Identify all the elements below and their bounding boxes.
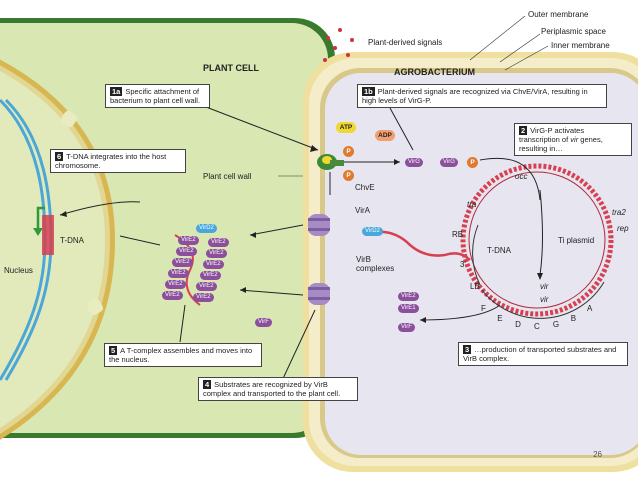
inner-membrane-label: Inner membrane (551, 41, 610, 50)
step-5-number: 5 (109, 346, 118, 355)
nucleus-label: Nucleus (4, 266, 33, 275)
step-6-number: 6 (55, 152, 64, 161)
step-5-text: A T-complex assembles and moves into the… (109, 346, 253, 364)
plasmid-rep-label: rep (617, 224, 629, 233)
virb-complexes-label: VirB complexes (356, 255, 395, 273)
agrobacterium-title: AGROBACTERIUM (394, 67, 475, 77)
vir-gene-a: A (586, 303, 593, 313)
step-1a-number: 1a (110, 87, 123, 96)
plasmid-tdna-label: T-DNA (487, 246, 511, 255)
plant-signal-molecules (323, 28, 354, 62)
tcomplex-vire2-1: VirE2 (178, 236, 199, 245)
substrate-vire2: VirE2 (398, 292, 419, 301)
phosphate-badge-1: P (343, 146, 354, 157)
atp-badge: ATP (336, 122, 356, 133)
virg-protein: VirG (405, 158, 423, 167)
virg-p-protein: VirG (440, 158, 458, 167)
step-2-text-pre: VirG-P activates transcription of (519, 126, 585, 144)
vira-receptor (330, 160, 344, 166)
periplasmic-space-label: Periplasmic space (541, 27, 606, 36)
plasmid-occ-label: occ (515, 172, 528, 181)
vir-gene-c: C (534, 322, 540, 331)
t-strand (374, 230, 471, 261)
plasmid-name-label: Ti plasmid (558, 236, 595, 245)
ti-plasmid-ring (460, 163, 614, 317)
plant-signals-label: Plant-derived signals (368, 38, 443, 47)
t-dna-integrated (42, 215, 54, 255)
tcomplex-vire2-7: VirE2 (168, 269, 189, 278)
step-2-text-vir: vir (570, 135, 579, 144)
plant-cell-wall-label: Plant cell wall (203, 172, 252, 181)
page-number: 26 (593, 450, 602, 459)
tcomplex-vire2-10: VirE2 (196, 282, 217, 291)
plant-cell-title: PLANT CELL (203, 63, 259, 73)
virF-plant: VirF (255, 318, 272, 327)
t-dna-insertion-arrow (36, 206, 45, 230)
step-3-box: 3…production of transported substrates a… (458, 342, 628, 366)
tcomplex-vire2-6: VirE2 (203, 260, 224, 269)
plasmid-vir-label-1: vir (540, 282, 549, 291)
plasmid-vir-label-2: vir (540, 295, 549, 304)
process-arrows (59, 96, 543, 386)
vir-gene-f: F (481, 303, 486, 313)
plasmid-rb-label: RB (452, 230, 464, 239)
outer-membrane-label: Outer membrane (528, 10, 589, 19)
vira-label: VirA (355, 206, 370, 215)
phosphate-badge-2: P (343, 170, 354, 181)
step-1b-text: Plant-derived signals are recognized via… (362, 87, 588, 105)
tcomplex-vire2-3: VirE2 (176, 247, 197, 256)
vir-gene-b: B (570, 313, 577, 323)
step-2-number: 2 (519, 126, 528, 135)
tcomplex-vire2-2: VirE2 (208, 238, 229, 247)
tcomplex-vire2-5: VirE2 (172, 258, 193, 267)
substrate-vire1: VirE1 (398, 304, 419, 313)
step-4-number: 4 (203, 380, 212, 389)
step-3-text: …production of transported substrates an… (463, 345, 617, 363)
chve-label: ChvE (355, 183, 375, 192)
step-6-text: T-DNA integrates into the host chromosom… (55, 152, 167, 170)
vir-gene-e: E (497, 313, 503, 323)
vir-gene-g: G (552, 319, 560, 329)
step-3-number: 3 (463, 345, 472, 354)
tcomplex-vire2-8: VirE2 (200, 271, 221, 280)
step-1b-number: 1b (362, 87, 375, 96)
virD2-transported: VirD2 (362, 227, 383, 236)
t-dna-host-label: T-DNA (60, 236, 84, 245)
tcomplex-vire2-12: VirE2 (193, 293, 214, 302)
plasmid-tra-label: tra (467, 200, 477, 209)
virD2-tcomplex: VirD2 (196, 224, 217, 233)
vir-gene-d: D (515, 319, 521, 329)
plasmid-lb-label: LB (470, 282, 480, 291)
step-1a-text: Specific attachment of bacterium to plan… (110, 87, 201, 105)
step-4-text: Substrates are recognized by VirB comple… (203, 380, 341, 398)
step-2-text-post: genes, resulting in… (519, 135, 603, 153)
tcomplex-vire2-9: VirE2 (165, 280, 186, 289)
tcomplex-vire2-4: VirE2 (206, 249, 227, 258)
phosphate-badge-3: P (467, 157, 478, 168)
adp-badge: ADP (375, 130, 395, 141)
tcomplex-vire2-11: VirE2 (162, 291, 183, 300)
virb-channel-1 (308, 214, 330, 236)
virb-channel-2 (308, 283, 330, 305)
substrate-virf: VirF (398, 323, 415, 332)
plasmid-tra2-label: tra2 (612, 208, 626, 217)
three-prime-label: 3' (460, 260, 466, 269)
